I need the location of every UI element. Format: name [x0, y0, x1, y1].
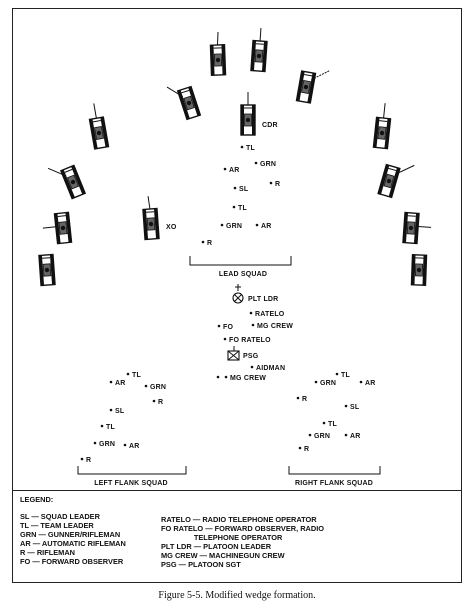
lead-member-sl: SL	[239, 186, 249, 193]
lead-squad-label: LEAD SQUAD	[219, 271, 267, 278]
right-member-sl: SL	[350, 404, 360, 411]
right-member-ar-2: AR	[350, 433, 361, 440]
legend-entry-r: R — RIFLEMAN	[20, 548, 76, 557]
lead-squad-bracket	[189, 256, 292, 266]
xo-label: XO	[166, 224, 177, 231]
figure-frame	[12, 8, 462, 583]
right-member-ar-1: AR	[365, 380, 376, 387]
legend-entry-plt-ldr: PLT LDR — PLATOON LEADER	[161, 542, 272, 551]
lead-member-grn-1: GRN	[260, 161, 276, 168]
legend-entry-mg-crew: MG CREW — MACHINEGUN CREW	[161, 551, 285, 560]
vehicle-top-center	[209, 31, 227, 76]
left-member-r-2: R	[86, 457, 91, 464]
hq-member-fo-ratelo: FO RATELO	[229, 337, 271, 344]
vehicle-top-right	[250, 28, 268, 73]
legend-right-column: RATELO — RADIO TELEPHONE OPERATOR FO RAT…	[161, 515, 361, 569]
legend-entry-tl: TL — TEAM LEADER	[20, 521, 94, 530]
right-member-r-2: R	[304, 446, 309, 453]
platoon-hq: PLT LDR RATELO FO MG CREW FO RATELO PSG …	[216, 284, 293, 382]
vehicle-right-upper	[295, 70, 330, 104]
legend-entry-fo-ratelo-cont: TELEPHONE OPERATOR	[161, 533, 283, 542]
legend-entry-sl: SL — SQUAD LEADER	[20, 512, 100, 521]
hq-member-plt-ldr: PLT LDR	[248, 296, 278, 303]
left-flank-squad: TL AR GRN R SL TL GRN AR R	[80, 372, 166, 464]
legend-left-column: SL — SQUAD LEADER TL — TEAM LEADER GRN —…	[20, 512, 160, 566]
legend-entry-grn: GRN — GUNNER/RIFLEMAN	[20, 530, 121, 539]
legend-title: LEGEND:	[20, 495, 54, 504]
hq-member-mg-crew-2: MG CREW	[230, 375, 266, 382]
lead-member-ar-2: AR	[261, 223, 272, 230]
vehicle-right-flank	[402, 211, 432, 245]
lead-member-tl-1: TL	[246, 145, 255, 152]
lead-member-grn-2: GRN	[226, 223, 242, 230]
legend-divider	[12, 490, 462, 491]
left-member-tl-2: TL	[106, 424, 115, 431]
figure-caption: Figure 5-5. Modified wedge formation.	[158, 590, 316, 601]
right-flank-squad-label: RIGHT FLANK SQUAD	[295, 480, 373, 487]
left-flank-squad-label: LEFT FLANK SQUAD	[94, 480, 168, 487]
legend-entry-ratelo: RATELO — RADIO TELEPHONE OPERATOR	[161, 515, 317, 524]
cdr-label: CDR	[262, 122, 278, 129]
left-member-tl-1: TL	[132, 372, 141, 379]
left-member-ar-2: AR	[129, 443, 140, 450]
lead-member-ar-1: AR	[229, 167, 240, 174]
legend: LEGEND: SL — SQUAD LEADER TL — TEAM LEAD…	[20, 495, 460, 581]
vehicle-right-rear	[410, 254, 428, 286]
right-member-grn-1: GRN	[320, 380, 336, 387]
legend-entry-ar: AR — AUTOMATIC RIFLEMAN	[20, 539, 126, 548]
vehicle-cdr	[240, 92, 256, 136]
legend-entry-fo: FO — FORWARD OBSERVER	[20, 557, 124, 566]
left-member-ar-1: AR	[115, 380, 126, 387]
left-member-sl: SL	[115, 408, 125, 415]
lead-member-tl-2: TL	[238, 205, 247, 212]
hq-member-mg-crew-1: MG CREW	[257, 323, 293, 330]
hq-member-ratelo: RATELO	[255, 311, 285, 318]
vehicle-left-upper	[166, 85, 201, 121]
right-flank-squad: TL GRN AR R SL TL GRN AR R	[296, 372, 376, 453]
lead-member-r-2: R	[207, 240, 212, 247]
legend-entry-psg: PSG — PLATOON SGT	[161, 560, 241, 569]
right-flank-bracket	[288, 466, 381, 475]
left-member-grn-2: GRN	[99, 441, 115, 448]
vehicle-left-outer	[47, 164, 86, 200]
vehicle-left-rear	[38, 253, 56, 287]
left-member-grn-1: GRN	[150, 384, 166, 391]
lead-member-r-1: R	[275, 181, 280, 188]
hq-member-aidman: AIDMAN	[256, 365, 285, 372]
left-member-r-1: R	[158, 399, 163, 406]
hq-member-fo: FO	[223, 324, 233, 331]
right-member-tl-2: TL	[328, 421, 337, 428]
right-member-tl-1: TL	[341, 372, 350, 379]
vehicle-left-flank	[42, 211, 73, 245]
vehicle-left-mid	[88, 103, 110, 150]
right-member-grn-2: GRN	[314, 433, 330, 440]
vehicle-right-outer	[377, 163, 415, 199]
vehicle-right-mid	[372, 103, 392, 150]
vehicle-xo	[142, 196, 160, 241]
lead-squad: TL AR GRN R SL TL GRN AR R	[201, 145, 280, 247]
hq-member-psg: PSG	[243, 353, 259, 360]
left-flank-bracket	[77, 466, 187, 475]
right-member-r-1: R	[302, 396, 307, 403]
legend-entry-fo-ratelo: FO RATELO — FORWARD OBSERVER, RADIO	[161, 524, 325, 533]
